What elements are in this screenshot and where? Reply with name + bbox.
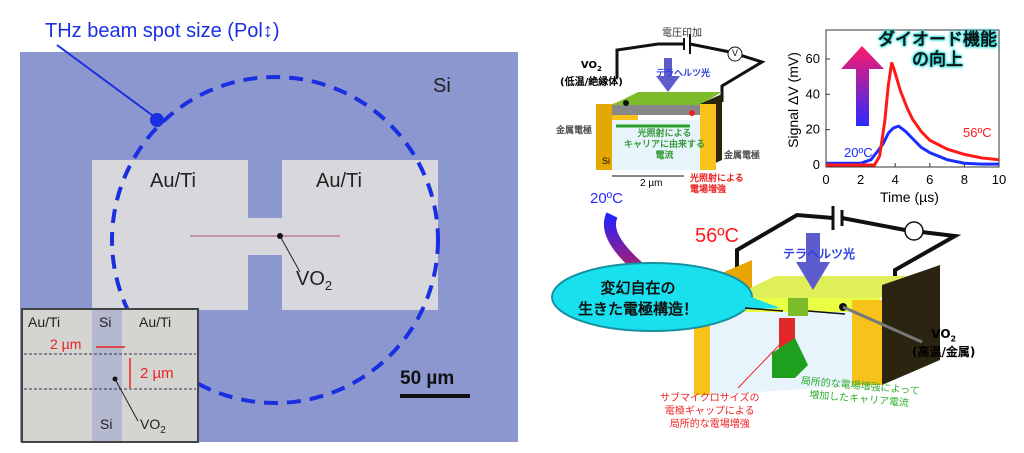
thz-arrow-icon-high — [796, 233, 830, 290]
carrier-current-label: 光照射による キャリアに由来する 電流 — [624, 129, 706, 161]
voltmeter-icon — [727, 46, 743, 62]
inset-au-right: Au/Ti — [139, 314, 172, 330]
y-tick-label: 0 — [813, 157, 820, 172]
inset-gap-height: 2 µm — [140, 365, 174, 382]
chart-annotation: ダイオード機能 の向上 — [878, 30, 997, 70]
temp-low: 20ºC — [590, 190, 623, 207]
electrode-right-label-low: 金属電極 — [724, 151, 761, 161]
beam-pointer-dot — [150, 113, 164, 127]
inset-au-left: Au/Ti — [28, 314, 61, 330]
vo2-label: VO2 — [296, 268, 333, 293]
width-label: 2 µm — [640, 178, 663, 189]
field-enhancement-label-low: 光照射による 電場増強 — [690, 174, 744, 195]
electrode-right-label: Au/Ti — [316, 170, 362, 192]
increase-arrow-icon — [841, 46, 884, 126]
plot-frame — [825, 29, 1000, 168]
thz-arrow-icon — [656, 58, 680, 92]
inset-si-bottom: Si — [100, 416, 113, 432]
y-tick-label: 20 — [806, 122, 820, 137]
y-tick-label: 60 — [806, 51, 820, 66]
vo2-label-high: VO2(高温/金属) — [912, 327, 976, 360]
electrode-left-label: Au/Ti — [150, 170, 196, 192]
inset-si-top: Si — [99, 314, 112, 330]
scale-bar-label: 50 µm — [400, 368, 455, 389]
voltmeter-label: V — [732, 48, 739, 58]
gap-note: サブマイクロサイズの 電極ギャップによる 局所的な電場増強 — [660, 393, 760, 430]
thz-label-high: テラヘルツ光 — [783, 247, 856, 261]
inset-vo2: VO2 — [140, 416, 166, 436]
x-tick-label: 2 — [857, 172, 864, 187]
series-line-1 — [826, 62, 1000, 167]
x-tick-label: 4 — [892, 172, 899, 187]
temp-high: 56ºC — [695, 225, 739, 247]
vo2-label-low: VO2(低温/絶縁体) — [560, 60, 623, 88]
voltmeter-icon-high — [904, 221, 924, 241]
x-tick-label: 0 — [822, 172, 829, 187]
series-label-56c: 56ºC — [963, 125, 992, 140]
thz-label-low: テラヘルツ光 — [656, 69, 711, 79]
substrate-label: Si — [433, 75, 451, 97]
electrode-left-label-low: 金属電極 — [556, 126, 593, 136]
x-tick-label: 10 — [992, 172, 1006, 187]
series-label-20c: 20ºC — [844, 145, 873, 160]
bubble-text: 変幻自在の 生きた電極構造！ — [578, 279, 699, 318]
beam-spot-title: THz beam spot size (Pol↕) — [45, 20, 280, 42]
x-tick-label: 8 — [961, 172, 968, 187]
inset-gap-width: 2 µm — [50, 336, 82, 352]
y-tick-label: 40 — [806, 86, 820, 101]
series-line-0 — [826, 124, 999, 166]
speech-bubble — [551, 262, 753, 332]
electrode-right — [282, 160, 438, 310]
chart-xlabel: Time (µs) — [880, 189, 939, 205]
voltage-label: 電圧印加 — [662, 28, 702, 39]
si-label-low: Si — [602, 156, 611, 166]
x-tick-label: 6 — [926, 172, 933, 187]
beam-spot-circle — [110, 75, 440, 405]
